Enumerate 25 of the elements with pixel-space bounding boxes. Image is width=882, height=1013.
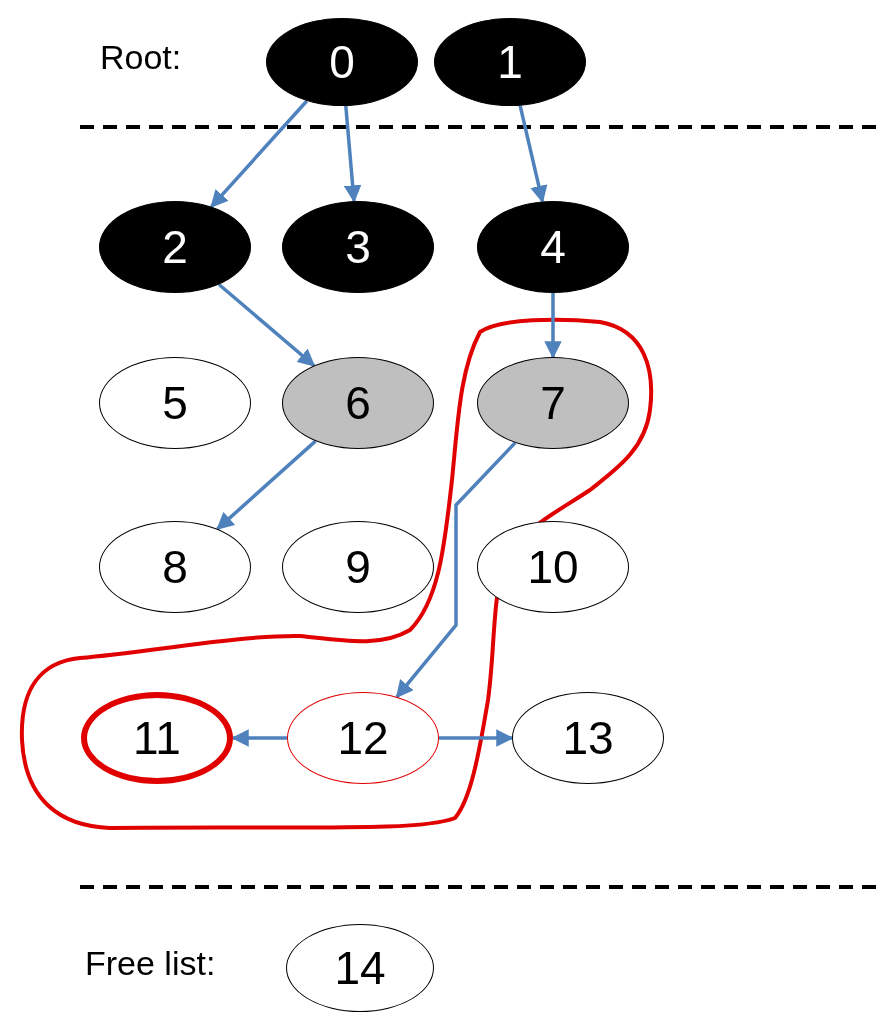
ellipse-node: 3 — [282, 201, 434, 293]
row-label: Root: — [100, 38, 182, 77]
ellipse-node: 12 — [287, 692, 439, 784]
ellipse-node: 6 — [282, 357, 434, 449]
arrow — [343, 105, 362, 203]
ellipse-node: 8 — [99, 521, 251, 613]
ellipse-node: 13 — [512, 692, 664, 784]
arrow — [544, 293, 562, 359]
arrow — [439, 729, 514, 747]
ellipse-node: 5 — [99, 357, 251, 449]
ellipse-node: 7 — [477, 357, 629, 449]
ellipse-node: 9 — [282, 521, 434, 613]
row-label: Free list: — [85, 944, 216, 983]
ellipse-node: 1 — [434, 18, 586, 106]
ellipse-node: 0 — [266, 18, 418, 106]
arrow — [217, 283, 316, 367]
arrow — [231, 729, 287, 747]
ellipse-node: 14 — [286, 924, 434, 1012]
arrow — [210, 99, 309, 208]
ellipse-node: 2 — [99, 201, 251, 293]
arrow — [395, 441, 517, 699]
ellipse-node: 10 — [477, 521, 629, 613]
ellipse-node: 4 — [477, 201, 629, 293]
ellipse-node: 11 — [81, 692, 233, 784]
arrow — [216, 439, 317, 531]
